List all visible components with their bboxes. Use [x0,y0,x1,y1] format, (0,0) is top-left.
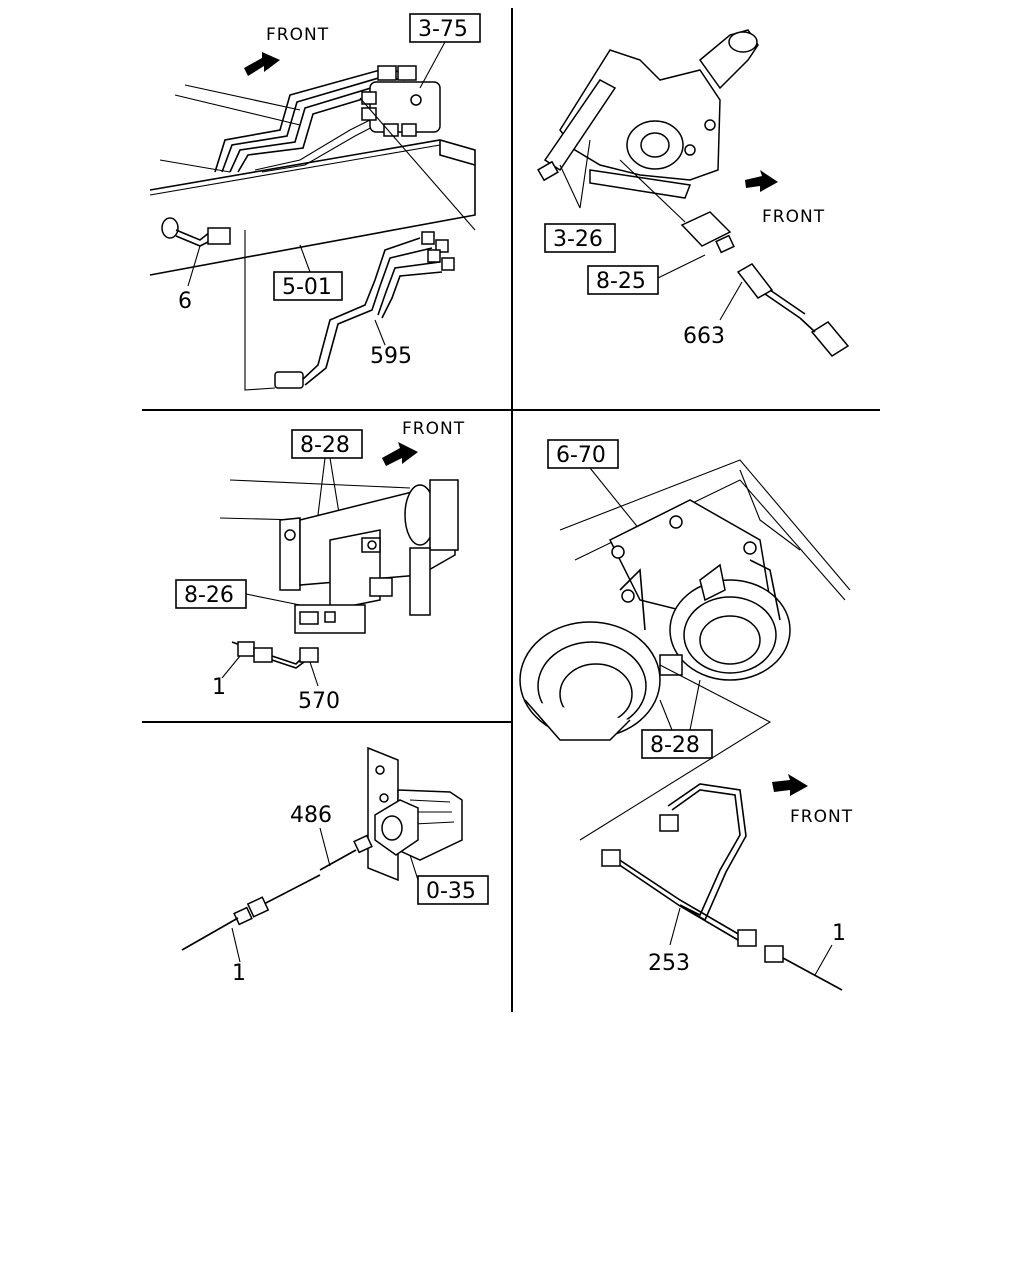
ref-box-8-28 [291,429,363,459]
leader-horn [579,664,772,841]
ref-box-0-35 [417,875,489,905]
leader-8-25 [657,254,706,279]
ref-label-6-70: 6-70 [556,443,606,468]
modulator-assembly [219,479,459,634]
ref-box-3-75 [409,13,481,43]
callout-1: 1 [832,921,846,946]
panel-top-left: FRONT [149,13,481,391]
ref-box-8-28 [641,729,713,759]
leader-1 [814,944,833,976]
leader-1 [231,927,241,963]
callout-1: 1 [232,961,246,986]
ref-box-8-26 [175,579,247,609]
front-arrow-icon [244,52,280,76]
ref-label-8-28: 8-28 [650,733,700,758]
ref-box-5-01 [273,271,343,301]
leader-8-26 [245,593,301,606]
leader-595 [374,319,386,346]
leader-6-70 [589,467,641,531]
ref-label-0-35: 0-35 [426,879,476,904]
harness-486 [181,849,357,951]
leader-486 [319,827,331,867]
ref-label-8-28: 8-28 [300,433,350,458]
callout-663: 663 [683,324,725,349]
harness-253 [601,783,843,991]
ref-label-8-25: 8-25 [596,269,646,294]
leader-6 [187,245,201,287]
leader-5-01-top [299,244,311,273]
front-arrow-icon [772,774,808,796]
leader-5-01 [244,230,276,391]
panel-right-lower: 6-70 8-28 [519,439,853,991]
callout-595: 595 [370,344,412,369]
front-label: FRONT [402,419,465,439]
front-label: FRONT [790,807,853,827]
leader-3-26 [559,139,591,209]
leader-3-75 [419,41,446,89]
ref-box-8-25 [587,265,659,295]
horn-assembly [519,499,791,741]
leader-switch [359,97,476,231]
callout-6: 6 [178,289,192,314]
ref-label-5-01: 5-01 [282,275,332,300]
harness-570 [231,641,319,669]
panel-bottom-left: 486 0-35 1 [181,746,489,986]
frame-rail [149,84,476,276]
front-arrow-icon [382,442,418,466]
harness-connector [274,371,304,389]
sensor-6 [161,217,231,247]
leader-253 [669,907,681,946]
ref-box-3-26 [544,223,616,253]
leader-1 [221,655,241,679]
leader-sender [619,159,686,223]
leader-663 [719,281,743,321]
valve-assembly [361,65,441,137]
switch-bracket [353,746,463,882]
harness-663 [736,263,850,357]
callout-253: 253 [648,951,690,976]
front-arrow-icon [745,170,778,192]
callout-486: 486 [290,803,332,828]
leader-570 [309,661,319,687]
panel-dividers [142,8,880,1012]
ref-label-3-26: 3-26 [553,227,603,252]
leader-8-28 [659,679,701,731]
callout-1: 1 [212,675,226,700]
ref-label-8-26: 8-26 [184,583,234,608]
pressure-switches [274,231,455,389]
callout-570: 570 [298,689,340,714]
front-label: FRONT [266,25,329,45]
ref-label-3-75: 3-75 [418,17,468,42]
panel-top-right: FRONT 3-26 8-25 663 [537,29,850,357]
pump-assembly [537,29,759,199]
leader-0-35 [409,854,419,881]
ref-box-6-70 [547,439,619,469]
pressure-sender [680,211,735,254]
front-label: FRONT [762,207,825,227]
panel-mid-left: FRONT 8-28 8-26 [175,419,465,714]
